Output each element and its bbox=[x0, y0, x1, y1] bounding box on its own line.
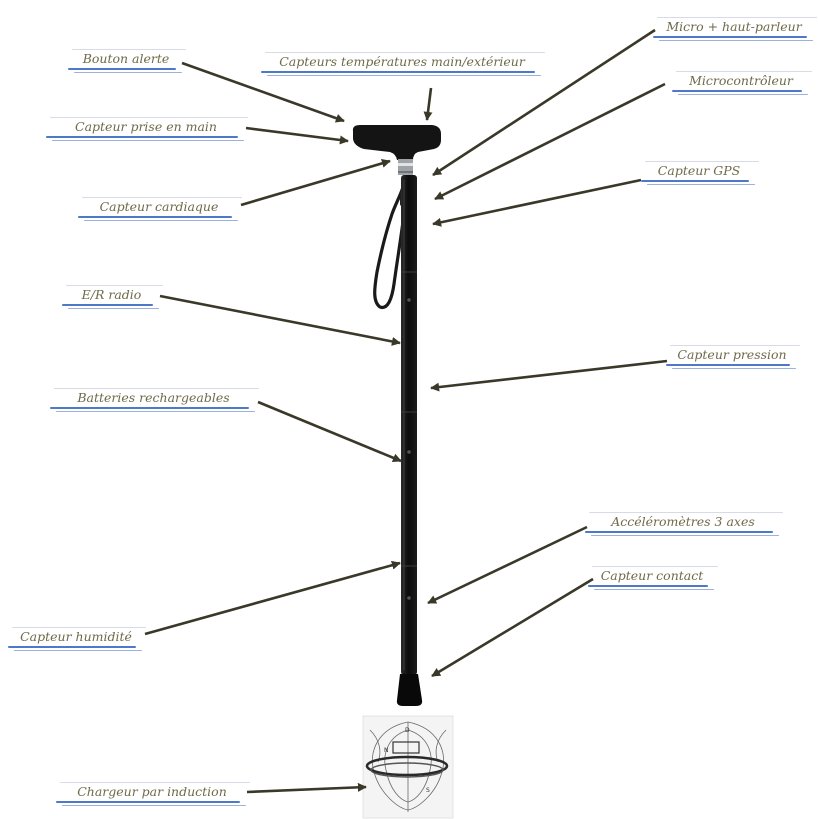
arrow-capteur-humidite bbox=[144, 560, 401, 636]
label-capteur-prise-en-main: Capteur prise en main bbox=[46, 117, 248, 143]
label-capteur-cardiaque: Capteur cardiaque bbox=[78, 197, 242, 223]
label-capteur-gps: Capteur GPS bbox=[641, 161, 759, 187]
svg-text:D: D bbox=[405, 727, 410, 734]
label-chargeur-induction: Chargeur par induction bbox=[56, 782, 250, 808]
label-batteries-rechargeables: Batteries rechargeables bbox=[50, 388, 259, 414]
arrow-capteur-cardiaque bbox=[240, 158, 391, 207]
arrow-micro bbox=[432, 28, 656, 177]
label-capteur-humidite: Capteur humidité bbox=[8, 627, 146, 653]
arrows bbox=[144, 28, 668, 794]
cane-tip bbox=[396, 674, 423, 706]
arrow-capteur-pression bbox=[430, 359, 668, 392]
arrow-capteur-gps bbox=[432, 178, 642, 227]
label-accelerometres: Accéléromètres 3 axes bbox=[585, 512, 783, 538]
cane-shaft bbox=[401, 175, 417, 675]
label-bouton-alerte: Bouton alerte bbox=[68, 49, 186, 75]
induction-charger-illustration: N S D bbox=[362, 715, 454, 819]
label-capteur-contact: Capteur contact bbox=[588, 566, 718, 592]
arrow-batteries bbox=[257, 400, 402, 463]
svg-text:S: S bbox=[426, 787, 430, 794]
arrow-bouton-alerte bbox=[181, 61, 345, 123]
label-micro-haut-parleur: Micro + haut-parleur bbox=[653, 17, 817, 43]
arrow-er-radio bbox=[159, 294, 401, 346]
svg-text:N: N bbox=[384, 747, 389, 754]
arrow-capteurs-temperatures bbox=[423, 87, 433, 121]
arrow-capteur-contact bbox=[431, 577, 594, 678]
arrow-capteur-prise bbox=[245, 126, 349, 145]
label-microcontroleur: Microcontrôleur bbox=[672, 71, 812, 97]
arrow-accelerometres bbox=[427, 525, 588, 605]
label-capteurs-temperatures: Capteurs températures main/extérieur bbox=[261, 52, 545, 78]
arrow-microcontroleur bbox=[434, 82, 666, 201]
label-capteur-pression: Capteur pression bbox=[666, 345, 800, 371]
arrow-chargeur bbox=[246, 782, 367, 794]
cane-handle bbox=[352, 125, 441, 175]
label-er-radio: E/R radio bbox=[62, 285, 163, 311]
